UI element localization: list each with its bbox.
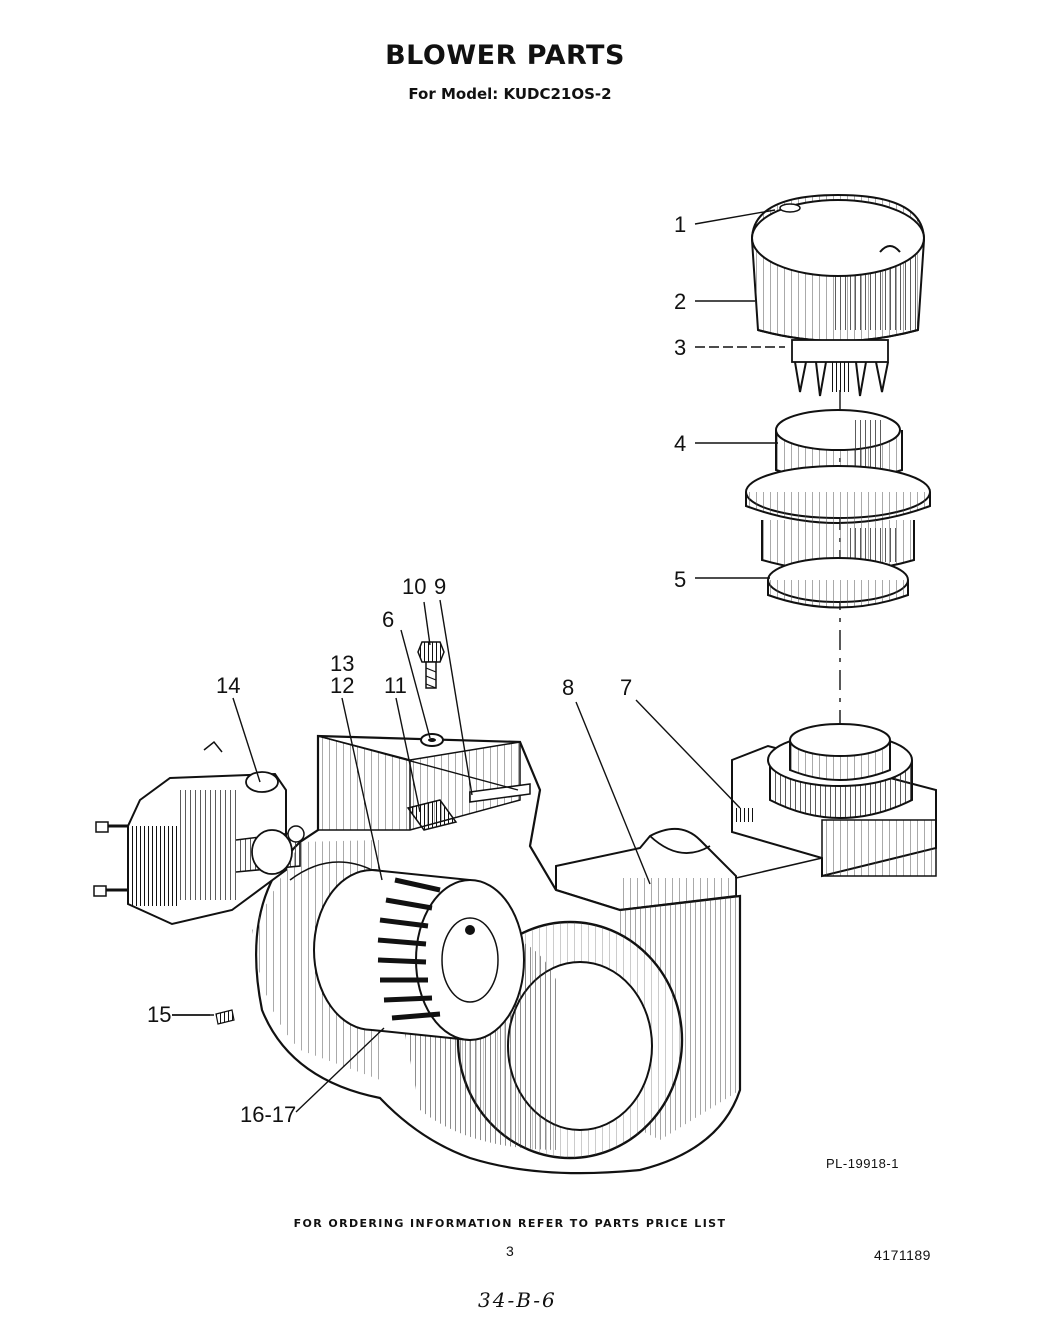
- model-subtitle: For Model: KUDC21OS-2: [408, 85, 612, 103]
- callout-16-17: 16-17: [240, 1102, 296, 1127]
- callout-11: 11: [384, 673, 407, 698]
- callout-12: 12: [330, 673, 354, 698]
- callout-2: 2: [674, 289, 686, 314]
- base-bracket: [731, 723, 937, 878]
- handwritten-note: 34-B-6: [478, 1288, 557, 1312]
- callout-15: 15: [147, 1002, 171, 1027]
- cap-part: [750, 193, 926, 342]
- ordering-note: FOR ORDERING INFORMATION REFER TO PARTS …: [293, 1217, 727, 1230]
- callout-4: 4: [674, 431, 686, 456]
- callout-9: 9: [434, 574, 446, 599]
- document-number: 4171189: [874, 1247, 931, 1263]
- motor: [93, 740, 305, 926]
- callout-7: 7: [620, 675, 632, 700]
- blower-wheel: [289, 861, 525, 1042]
- callout-8: 8: [562, 675, 574, 700]
- callout-3: 3: [674, 335, 686, 360]
- callout-1: 1: [674, 212, 686, 237]
- hardware: [215, 641, 531, 1025]
- callout-5: 5: [674, 567, 686, 592]
- pl-code: PL-19918-1: [826, 1156, 899, 1171]
- callout-6: 6: [382, 607, 394, 632]
- callout-14: 14: [216, 673, 240, 698]
- prong-part: [791, 339, 889, 397]
- callout-13: 13: [330, 651, 354, 676]
- page-number: 3: [506, 1243, 514, 1259]
- leader-lines: [172, 209, 785, 1113]
- callout-10: 10: [402, 574, 426, 599]
- page-title: BLOWER PARTS: [385, 40, 625, 71]
- pulley-stack: [745, 409, 931, 609]
